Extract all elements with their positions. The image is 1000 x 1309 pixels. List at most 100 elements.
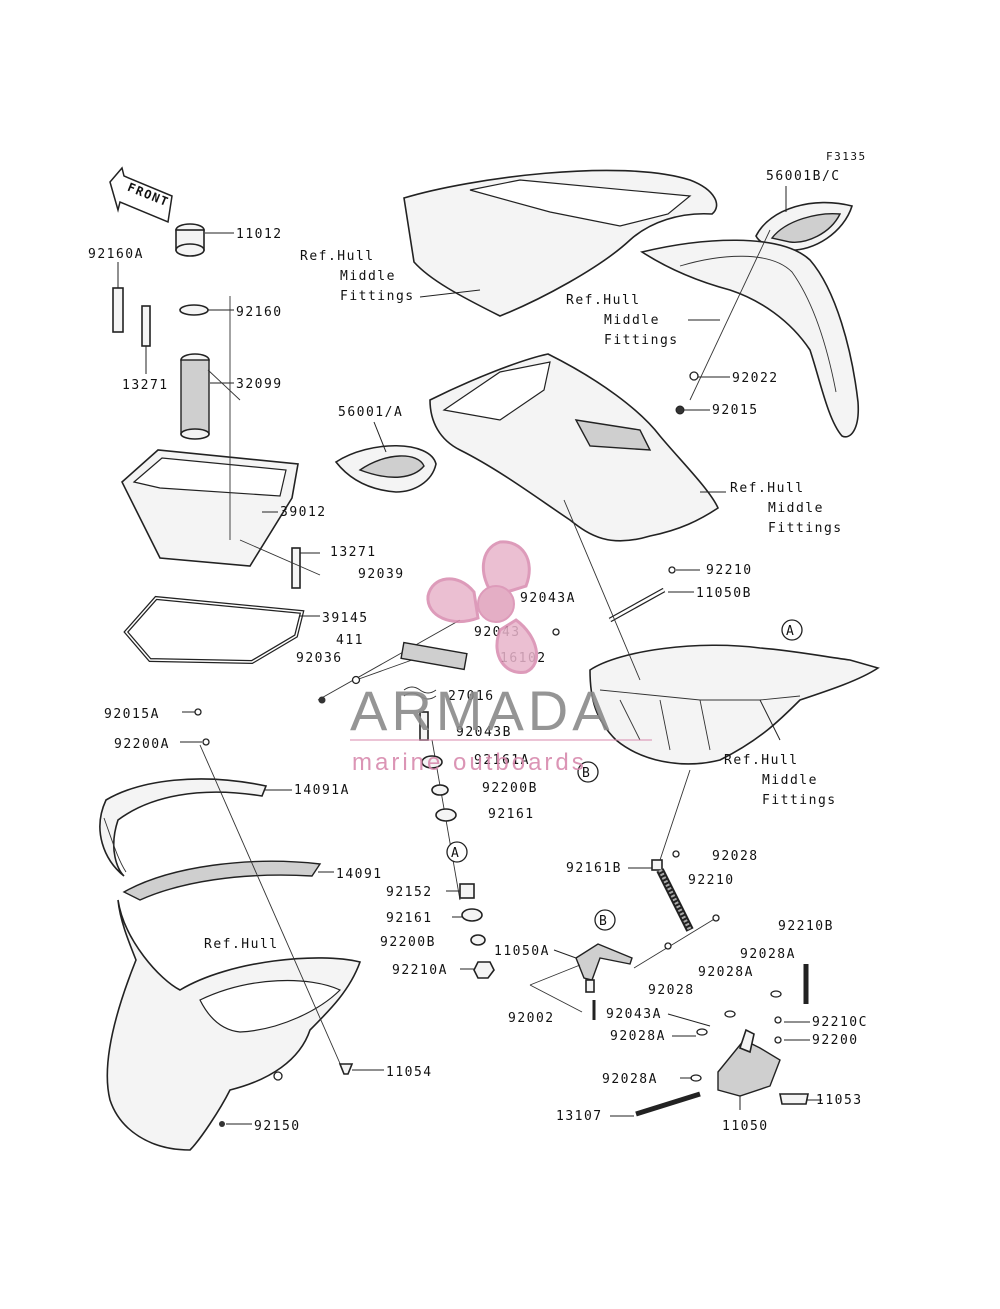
plate-11053 — [779, 1093, 809, 1105]
washer-92022 — [689, 371, 699, 381]
svg-text:Ref.Hull: Ref.Hull — [300, 249, 375, 264]
label-14091: 14091 — [336, 867, 383, 882]
label-92160: 92160 — [236, 305, 283, 320]
watermark-tagline: marine outboards — [352, 749, 587, 776]
label-92028A-3: 92028A — [610, 1029, 666, 1044]
marker-B-upper: B — [577, 761, 599, 783]
label-11050B: 11050B — [696, 586, 752, 601]
label-11053: 11053 — [816, 1093, 863, 1108]
label-92043A: 92043A — [520, 591, 576, 606]
label-39012: 39012 — [280, 505, 327, 520]
svg-text:B: B — [599, 914, 608, 929]
bracket-13271-upper — [141, 305, 151, 347]
label-92210B: 92210B — [778, 919, 834, 934]
label-13271-upper: 13271 — [122, 378, 169, 393]
svg-text:Fittings: Fittings — [762, 793, 837, 808]
ref-hull-middle-fittings-3: Ref.Hull Middle Fittings — [730, 481, 841, 536]
label-92022: 92022 — [732, 371, 779, 386]
washer-92161A — [421, 755, 443, 769]
label-92028-top: 92028 — [712, 849, 759, 864]
cowl-56001BC — [755, 201, 854, 251]
label-92161A: 92161A — [474, 753, 530, 768]
ref-hull-middle-fittings-1: Ref.Hull Middle Fittings — [300, 249, 413, 304]
label-92210-mid: 92210 — [688, 873, 735, 888]
hull-piece-right — [639, 239, 860, 438]
label-92028A-1: 92028A — [740, 947, 796, 962]
svg-text:A: A — [451, 846, 460, 861]
nut-92210A — [473, 961, 495, 979]
label-92002: 92002 — [508, 1011, 555, 1026]
bracket-13271-lower — [291, 547, 301, 589]
label-411: 411 — [336, 633, 364, 648]
label-92150: 92150 — [254, 1119, 301, 1134]
rivet-11054 — [338, 1063, 354, 1075]
svg-text:Middle: Middle — [768, 501, 824, 516]
svg-text:B: B — [582, 766, 591, 781]
label-92039: 92039 — [358, 567, 405, 582]
label-13107: 13107 — [556, 1109, 603, 1124]
ref-hull-middle-fittings-2: Ref.Hull Middle Fittings — [566, 293, 679, 348]
bellcrank-11050A — [575, 943, 633, 993]
ref-hull-lower: Ref.Hull — [204, 937, 279, 952]
figure-code: F3135 — [826, 150, 867, 163]
strap-92160A — [112, 287, 124, 333]
svg-text:Middle: Middle — [762, 773, 818, 788]
storage-case-39012 — [121, 449, 299, 567]
label-92015: 92015 — [712, 403, 759, 418]
washer-92200B-b — [470, 934, 486, 946]
rod-92210 — [651, 859, 694, 932]
label-39145: 39145 — [322, 611, 369, 626]
bolt-13107 — [635, 1091, 701, 1117]
label-92210C: 92210C — [812, 1015, 868, 1030]
filler-neck-32099 — [180, 353, 210, 440]
gasket-92160 — [179, 304, 209, 316]
label-92210A: 92210A — [392, 963, 448, 978]
collar-92152 — [459, 883, 475, 899]
label-13271-lower: 13271 — [330, 545, 377, 560]
hull-deck-piece — [589, 644, 880, 765]
bolt-92036 — [318, 696, 326, 704]
label-92028-mid: 92028 — [648, 983, 695, 998]
washer-92161-b — [461, 908, 483, 922]
label-32099: 32099 — [236, 377, 283, 392]
label-11012: 11012 — [236, 227, 283, 242]
spring-27016 — [403, 686, 437, 700]
label-92028A-2: 92028A — [698, 965, 754, 980]
label-92043B: 92043B — [456, 725, 512, 740]
label-92043A-lower: 92043A — [606, 1007, 662, 1022]
label-92028A-4: 92028A — [602, 1072, 658, 1087]
label-92161B: 92161B — [566, 861, 622, 876]
label-92200B-b: 92200B — [380, 935, 436, 950]
screw-411 — [351, 675, 361, 685]
label-56001BC: 56001B/C — [766, 169, 841, 184]
svg-text:Ref.Hull: Ref.Hull — [566, 293, 641, 308]
svg-text:Middle: Middle — [604, 313, 660, 328]
svg-text:Ref.Hull: Ref.Hull — [730, 481, 805, 496]
cowl-56001A — [334, 444, 437, 493]
seal-39145 — [123, 595, 305, 665]
front-direction-arrow-icon: FRONT — [109, 166, 173, 224]
watermark-brand: ARMADA — [350, 679, 614, 742]
label-92161-a: 92161 — [488, 807, 535, 822]
svg-text:Fittings: Fittings — [604, 333, 679, 348]
cap-11012 — [175, 223, 205, 257]
propeller-logo-icon — [426, 540, 538, 674]
washer-92200B — [431, 784, 449, 796]
cover-14091 — [122, 860, 322, 901]
marker-A-lower: A — [446, 841, 468, 863]
label-27016: 27016 — [448, 689, 495, 704]
hull-piece-top — [403, 169, 718, 317]
washer-92161 — [435, 808, 457, 822]
hull-piece-middle — [429, 353, 720, 542]
label-92200B: 92200B — [482, 781, 538, 796]
label-11054: 11054 — [386, 1065, 433, 1080]
label-92036: 92036 — [296, 651, 343, 666]
marker-A-upper: A — [781, 619, 803, 641]
nut-92015 — [675, 405, 685, 415]
cover-14091A — [99, 778, 268, 877]
label-14091A: 14091A — [294, 783, 350, 798]
label-92200A: 92200A — [114, 737, 170, 752]
marker-B-lower: B — [594, 909, 616, 931]
label-92160A: 92160A — [88, 247, 144, 262]
